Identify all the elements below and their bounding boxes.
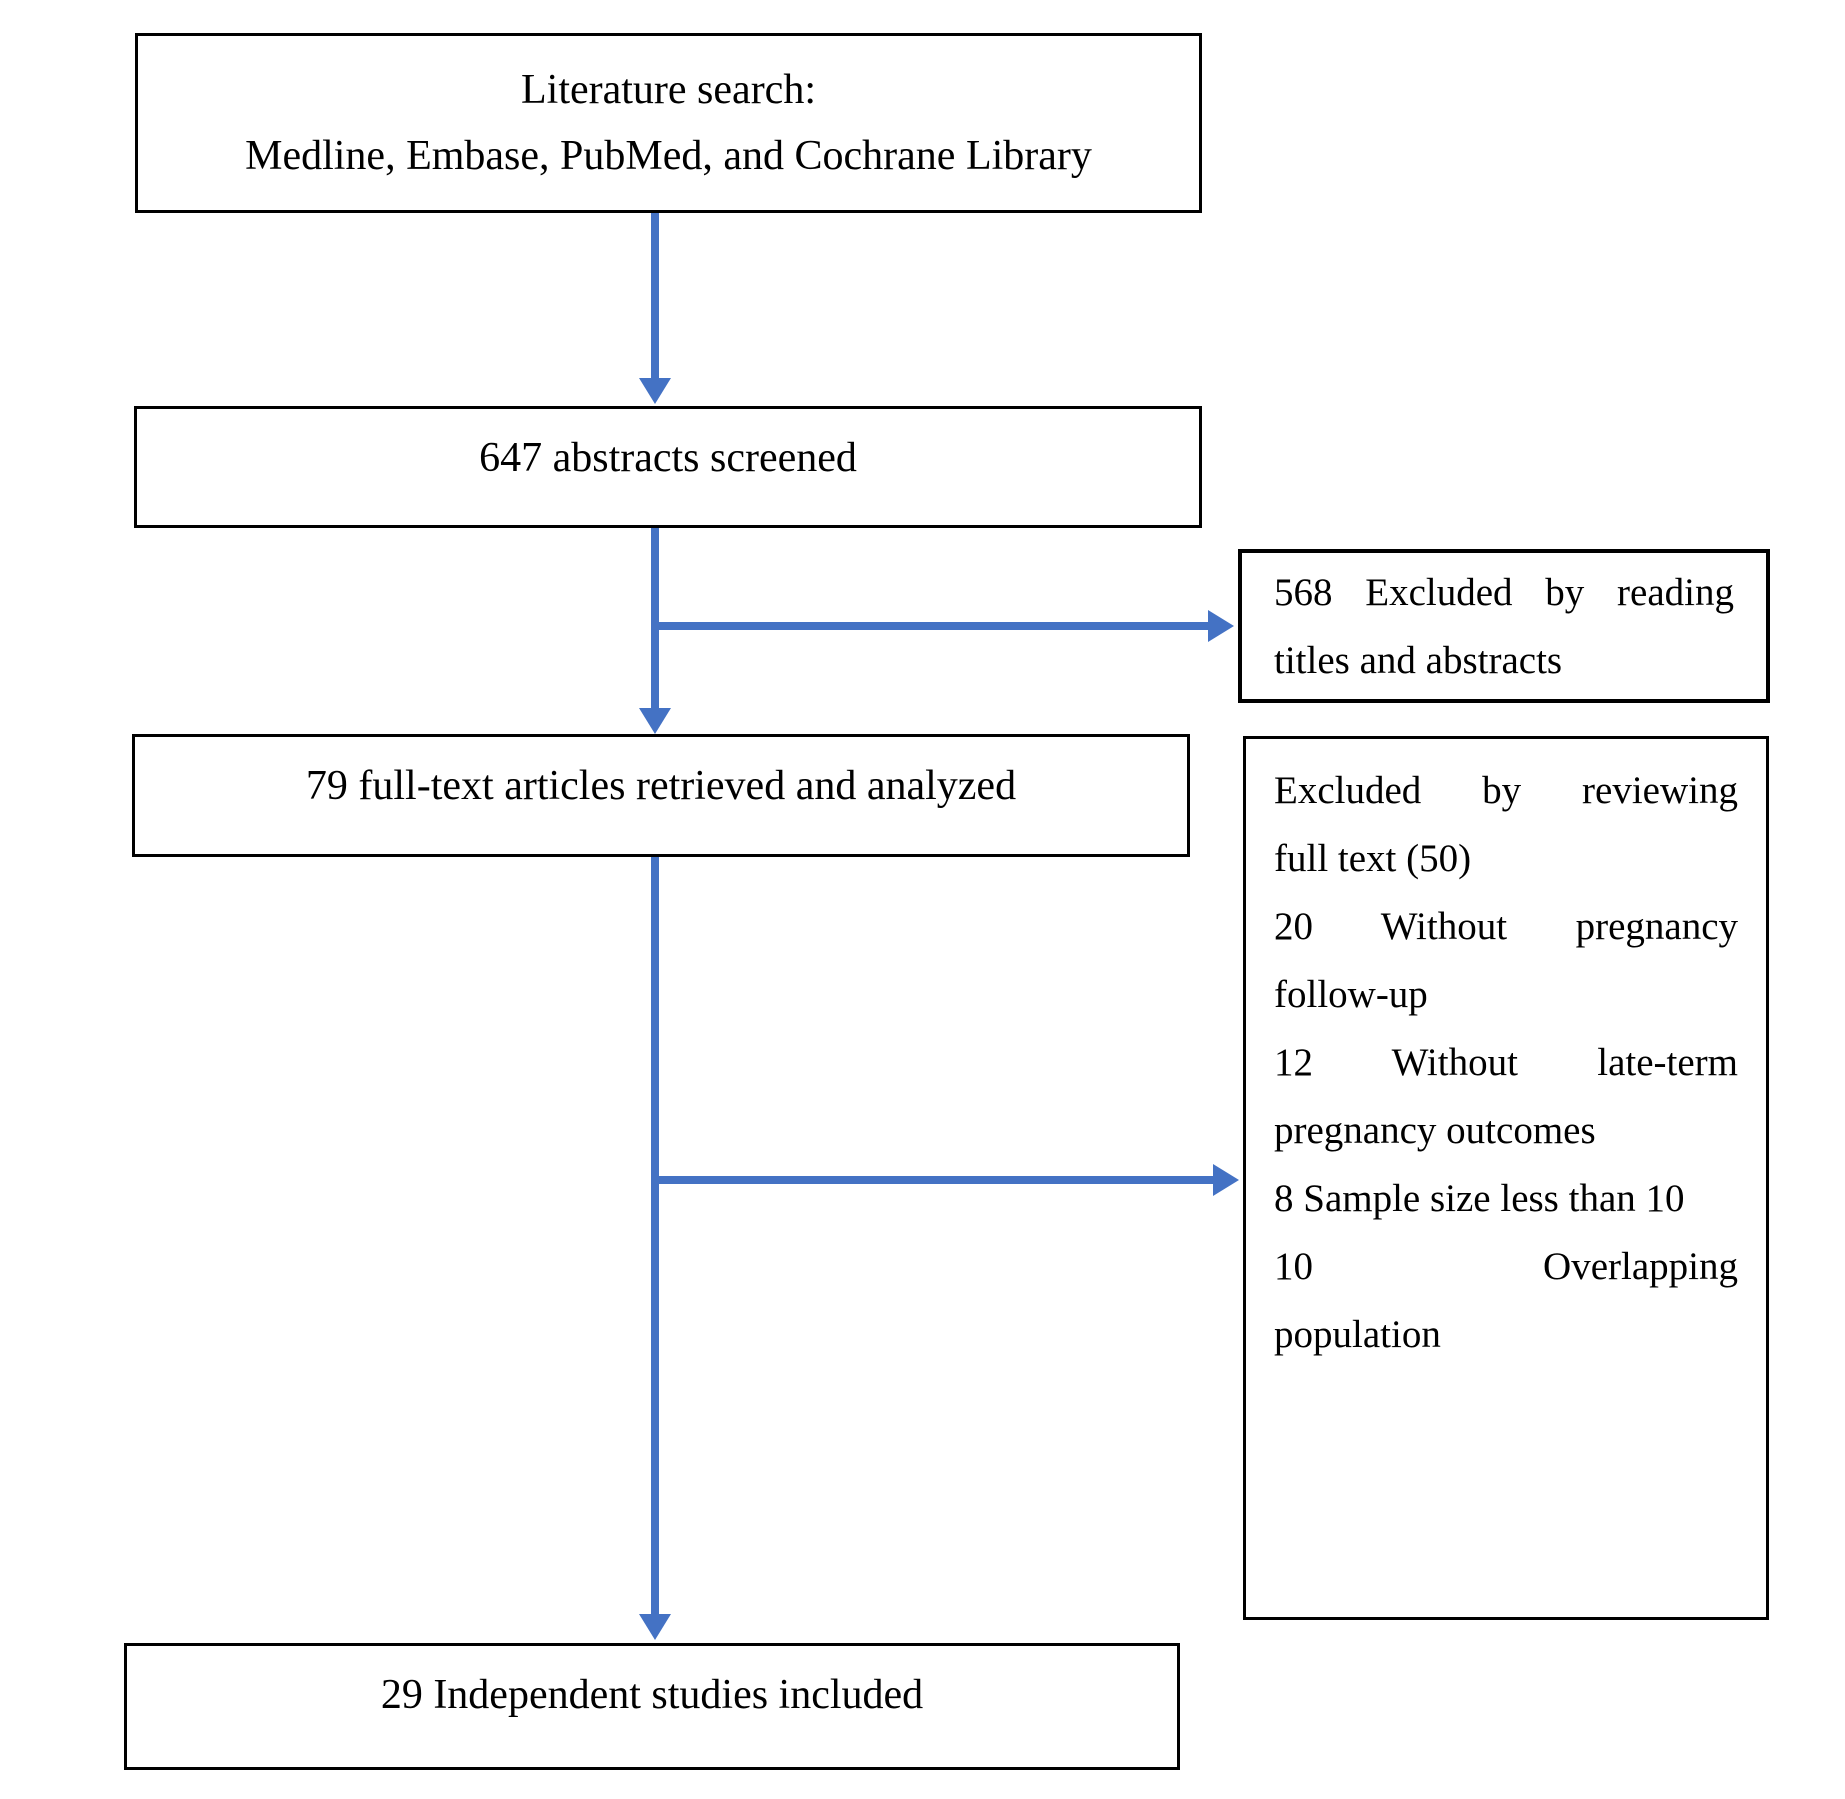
arrow-branch-excluded-titles-line [651, 622, 1208, 630]
excluded-fulltext-line1: Excluded by reviewing [1274, 769, 1738, 812]
arrow-search-to-screened-head-icon [639, 378, 671, 404]
fulltext-retrieved-label: 79 full-text articles retrieved and anal… [305, 763, 1017, 809]
studies-included-label: 29 Independent studies included [380, 1672, 924, 1718]
arrow-screened-to-fulltext-head-icon [639, 708, 671, 734]
arrow-fulltext-to-included-line [651, 857, 659, 1614]
excluded-fulltext-line7: 8 Sample size less than 10 [1274, 1177, 1685, 1220]
excluded-fulltext-line4: follow-up [1274, 973, 1428, 1016]
arrow-branch-excluded-fulltext-line [651, 1176, 1213, 1184]
excluded-fulltext-line9: population [1274, 1313, 1441, 1356]
literature-search-line1: Literature search: [521, 67, 816, 113]
literature-search-box: Literature search: Medline, Embase, PubM… [135, 33, 1202, 213]
excluded-fulltext-line8: 10 Overlapping [1274, 1245, 1738, 1288]
excluded-fulltext-line2: full text (50) [1274, 837, 1472, 880]
excluded-fulltext-line6: pregnancy outcomes [1274, 1109, 1596, 1152]
excluded-fulltext-line5: 12 Without late-term [1274, 1041, 1738, 1084]
excluded-fulltext-line3: 20 Without pregnancy [1274, 905, 1738, 948]
arrow-branch-excluded-titles-head-icon [1208, 610, 1234, 642]
excluded-titles-line2: titles and abstracts [1274, 639, 1563, 682]
abstracts-screened-box: 647 abstracts screened [134, 406, 1202, 528]
arrow-search-to-screened-line [651, 213, 659, 378]
fulltext-retrieved-box: 79 full-text articles retrieved and anal… [132, 734, 1190, 857]
literature-search-line2: Medline, Embase, PubMed, and Cochrane Li… [245, 133, 1092, 179]
abstracts-screened-label: 647 abstracts screened [479, 435, 857, 481]
arrow-branch-excluded-fulltext-head-icon [1213, 1164, 1239, 1196]
studies-included-box: 29 Independent studies included [124, 1643, 1180, 1770]
excluded-fulltext-box: Excluded by reviewing full text (50) 20 … [1243, 736, 1769, 1620]
excluded-titles-line1: 568 Excluded by reading [1274, 571, 1734, 614]
arrow-fulltext-to-included-head-icon [639, 1614, 671, 1640]
excluded-titles-box: 568 Excluded by reading titles and abstr… [1238, 549, 1770, 703]
arrow-screened-to-fulltext-line [651, 528, 659, 708]
